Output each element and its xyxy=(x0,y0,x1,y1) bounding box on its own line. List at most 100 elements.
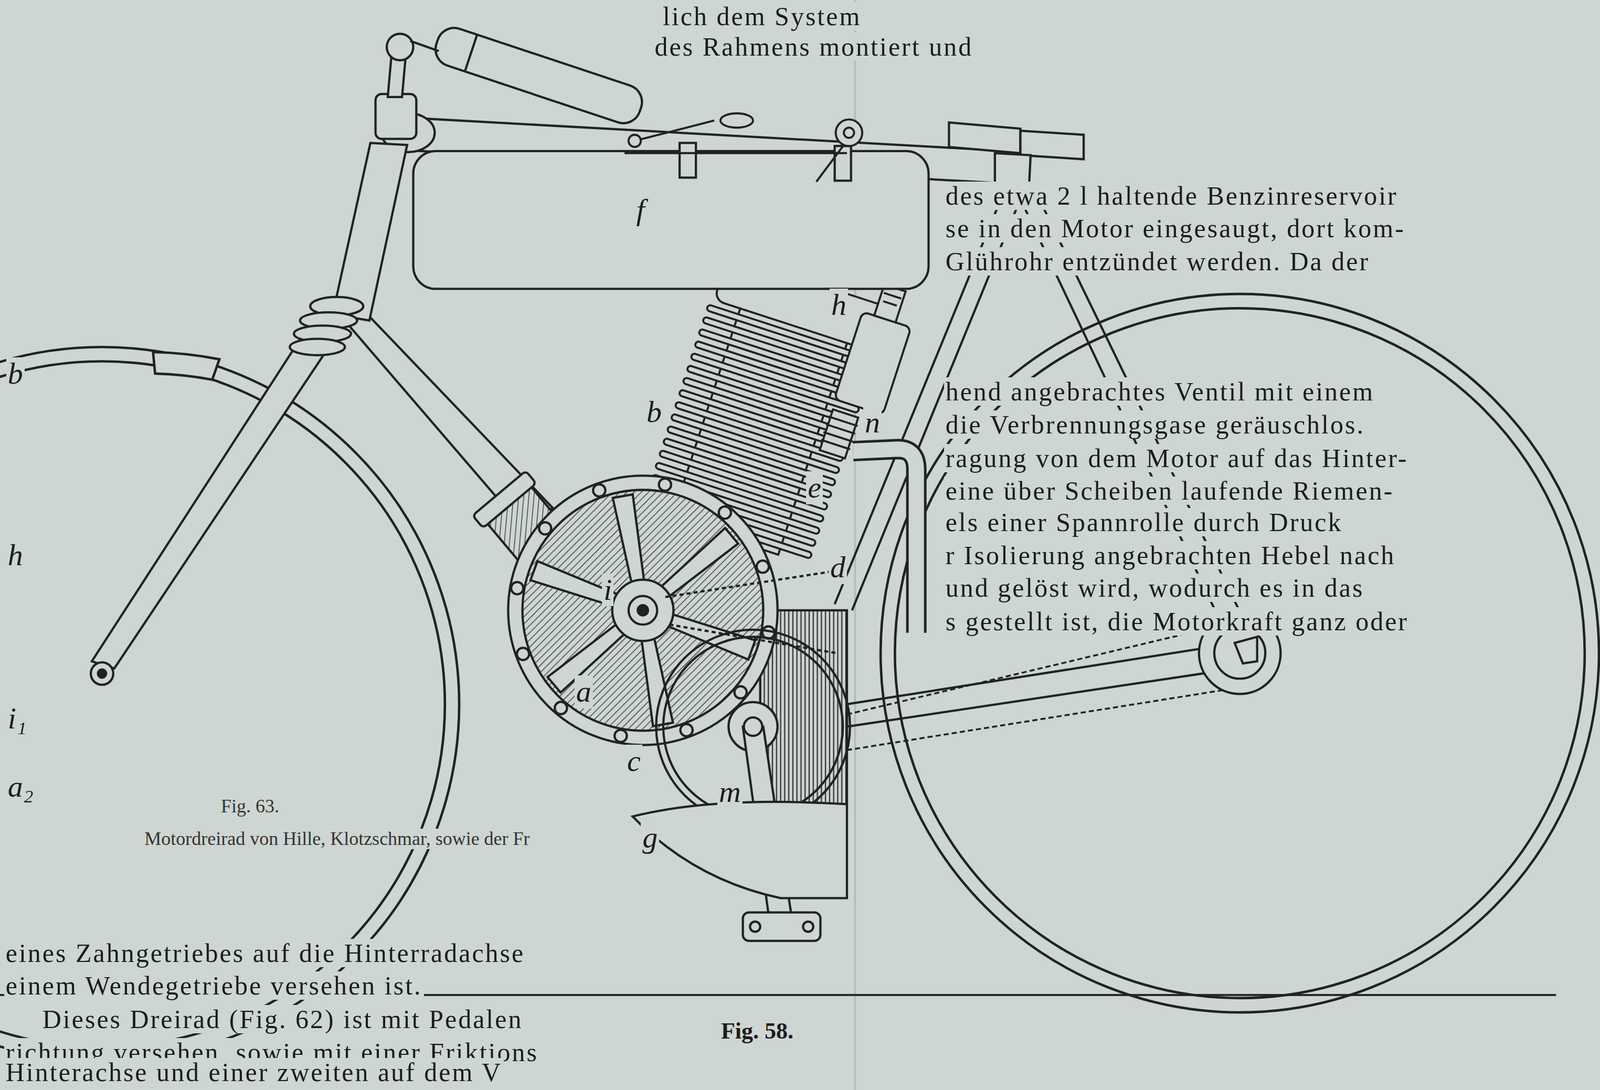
frame xyxy=(948,122,1021,153)
front-wheel xyxy=(153,352,220,380)
cylinder xyxy=(834,311,912,415)
controls xyxy=(720,113,754,128)
frame xyxy=(410,40,439,51)
part-letter: c xyxy=(625,744,643,778)
case-bolts xyxy=(516,647,529,660)
fuel-tank xyxy=(413,142,929,289)
part-letter: d xyxy=(828,551,847,585)
controls xyxy=(816,140,847,182)
crankcase xyxy=(522,489,764,731)
body-text: eines Zahngetriebes auf die Hinterradach… xyxy=(4,938,527,968)
body-text: els einer Spannrolle durch Druck xyxy=(944,507,1345,537)
guard xyxy=(632,801,847,898)
frame xyxy=(91,305,353,669)
case-bolts xyxy=(756,560,769,573)
crankcase xyxy=(612,579,674,642)
part-letter: m xyxy=(717,775,743,809)
part-letter: b xyxy=(6,357,25,391)
part-letter: f xyxy=(634,193,646,227)
part-letter: h xyxy=(6,538,25,572)
crankcase xyxy=(472,470,847,810)
cylinder xyxy=(874,284,906,323)
pedal-pulley xyxy=(665,571,832,598)
drive-chain xyxy=(846,685,1250,751)
case-bolts xyxy=(614,729,627,743)
frame xyxy=(430,23,647,129)
part-letter: n xyxy=(863,406,882,440)
body-text: ragung von dem Motor auf das Hinter- xyxy=(944,443,1411,473)
flywheel-spokes xyxy=(612,494,644,582)
rear-wheel xyxy=(880,293,1599,1013)
body-text: einem Wendegetriebe versehen ist. xyxy=(4,971,425,1000)
case-bolts xyxy=(680,724,693,737)
frame xyxy=(375,93,417,140)
case-bolts xyxy=(511,581,524,595)
case-bolts xyxy=(511,478,775,743)
crankcase xyxy=(472,470,537,528)
flywheel-spokes xyxy=(530,560,618,607)
figure-caption: Fig. 58. xyxy=(719,1018,796,1044)
rear-wheel xyxy=(880,293,1599,1013)
body-text: se in den Motor eingesaugt, dort kom- xyxy=(944,214,1407,243)
body-text: Dieses Dreirad (Fig. 62) ist mit Pedalen xyxy=(40,1004,525,1034)
rear-hub xyxy=(1234,637,1258,664)
part-letter: i₁ xyxy=(6,702,29,736)
controls xyxy=(835,119,863,147)
fuel-tank xyxy=(679,142,696,178)
body-text: Glührohr entzündet werden. Da der xyxy=(944,247,1372,276)
cylinder xyxy=(819,409,858,459)
controls xyxy=(628,134,641,147)
body-text: s gestellt ist, die Motorkraft ganz oder xyxy=(944,607,1411,636)
frame xyxy=(430,23,647,129)
flywheel-spokes xyxy=(661,527,739,596)
frame xyxy=(332,142,408,321)
controls xyxy=(624,113,863,182)
frame xyxy=(289,338,345,356)
crankcase xyxy=(628,596,658,625)
part-letter: g xyxy=(640,821,660,855)
frame xyxy=(464,34,478,72)
part-letter: i xyxy=(601,573,614,607)
pedal-pulley xyxy=(802,921,813,932)
case-bolts xyxy=(592,484,606,497)
case-bolts xyxy=(718,506,731,519)
controls xyxy=(624,152,847,155)
part-letter: e xyxy=(806,471,823,505)
frame xyxy=(386,33,414,61)
body-text: hend angebrachtes Ventil mit einem xyxy=(944,377,1377,406)
frame xyxy=(90,662,114,685)
body-text: des Rahmens montiert und xyxy=(652,32,975,61)
pedal-pulley xyxy=(749,921,760,932)
exhaust-pipe xyxy=(853,449,917,633)
case-bolts xyxy=(734,686,747,699)
case-bolts xyxy=(538,522,552,535)
pedal-pulley xyxy=(743,912,821,941)
pedal-pulley xyxy=(669,624,837,653)
figure-note: Motordreirad von Hille, Klotzschmar, sow… xyxy=(142,828,532,850)
rear-wheel xyxy=(894,308,1585,998)
pedal-pulley xyxy=(744,717,763,736)
cylinder xyxy=(820,416,858,450)
body-text: lich dem System xyxy=(661,2,863,31)
drive-chain xyxy=(846,624,1250,750)
body-text: Hinterachse und einer zweiten auf dem V xyxy=(4,1057,504,1087)
body-text: die Verbrennungsgase geräuschlos. xyxy=(944,410,1367,439)
body-text: des etwa 2 l haltende Benzinreservoir xyxy=(944,181,1400,210)
body-text: eine über Scheiben laufende Riemen- xyxy=(944,476,1396,505)
guard xyxy=(632,801,847,898)
drive-chain xyxy=(846,624,1225,715)
crankcase xyxy=(637,605,648,616)
exhaust-pipe xyxy=(853,449,917,635)
controls xyxy=(843,127,854,138)
case-bolts xyxy=(554,701,567,714)
frame xyxy=(846,644,1225,705)
flywheel-spokes xyxy=(530,494,756,727)
fuel-tank xyxy=(834,145,852,181)
part-letter: a₂ xyxy=(6,770,36,804)
part-letter: b xyxy=(644,395,664,429)
case-bolts xyxy=(659,478,672,491)
part-letter: h xyxy=(829,288,849,322)
